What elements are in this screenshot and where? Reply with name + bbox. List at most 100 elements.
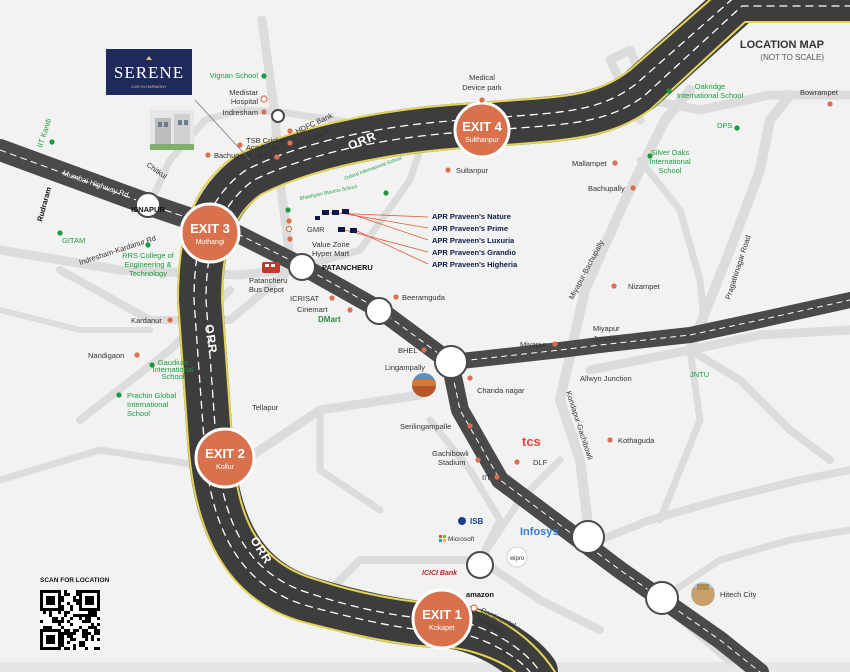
label-cinemart: Cinemart [297,305,328,314]
hitech-city-icon [691,582,715,606]
label-miyapur-junction-2: Junction [593,334,621,343]
road-south-east [656,526,850,604]
label-bachupally: Bachupally [588,184,625,193]
label-gaudium-2: International [152,365,194,374]
label-indresham: Indresham [223,108,258,117]
junction-lingampally [434,345,468,379]
exit-1-subtitle: Kokapet [429,625,455,632]
apr-buildings [315,209,357,233]
label-nandigaon: Nandigaon [88,351,124,360]
label-rrs-2: Engineering & [124,260,171,269]
road-kollur-west [0,446,234,484]
apr-project-prime: APR Praveen's Prime [432,224,508,233]
label-prachin-3: School [127,409,150,418]
label-medistar-1: Medistar [229,88,258,97]
label-gachibowli-2: Stadium [438,458,466,467]
exit-3[interactable]: EXIT 3 Muthangi [179,202,241,264]
label-tsb-2: Academy [246,143,278,152]
label-oakridge-1: Oakridge [695,82,725,91]
junction-patancheru [288,253,316,281]
label-medistar-2: Hospital [231,97,258,106]
label-gmr: GMR [307,225,325,234]
map-title: LOCATION MAP [740,39,824,51]
label-rta: RTA [258,152,272,161]
label-mallampet: Mallampet [572,159,608,168]
exit-4[interactable]: EXIT 4 Sulthanpur [453,101,511,159]
bottom-strip [0,662,850,672]
junction-hitech [645,581,679,615]
label-kardanur: Kardanur [131,316,162,325]
miyapur-road [444,292,850,370]
exit-2-title: EXIT 2 [205,446,245,461]
exit-4-subtitle: Sulthanpur [465,137,500,144]
label-beeramguda: Beeramguda [402,293,446,302]
label-bus-depot-2: Bus Depot [249,285,285,294]
serene-pointer [194,99,251,161]
road-hitech-east [596,466,850,544]
label-jntu: JNTU [690,370,709,379]
label-dlf: DLF [533,458,548,467]
exit-2[interactable]: EXIT 2 Kollur [194,427,256,489]
apr-project-luxuria: APR Praveen's Luxuria [432,236,515,245]
label-miyapur-junction-1: Miyapur [593,324,620,333]
school-markers [49,73,740,398]
label-dps: DPS [717,121,732,130]
exit-2-subtitle: Kollur [216,464,235,471]
label-gaudium-1: Gaudium [158,358,188,367]
nh65-corridor [211,216,769,672]
label-gaudium-3: School [162,372,185,381]
junction-beeramguda [365,297,393,325]
exit-4-title: EXIT 4 [462,119,503,134]
exit-3-subtitle: Muthangi [196,239,225,246]
label-kothaguda: Kothaguda [618,436,655,445]
label-allwyn-junction: Allwyn Junction [580,374,632,383]
serene-logo: SERENE LIVE IN HARMONY [106,49,192,95]
label-bhel: BHEL [398,346,418,355]
isb-icon [458,517,466,525]
label-nizampet: Nizampet [628,282,661,291]
label-isb: ISB [470,517,484,526]
label-prachin-2: International [127,400,169,409]
road-pragathinagar [685,90,795,355]
label-icrisat: ICRISAT [290,294,319,303]
exit-1-title: EXIT 1 [422,607,462,622]
microsoft-icon [439,535,446,542]
label-silver-oaks-1: Silver Oaks [651,148,690,157]
train-station-icon [412,373,436,397]
label-wipro: wipro [509,556,525,562]
label-microsoft: Microsoft [448,536,475,543]
label-sultanpur: Sultanpur [456,166,489,175]
label-chanda-nagar: Chanda nagar [477,386,525,395]
apr-project-higheria: APR Praveen's Higheria [432,260,518,269]
road-jntu [686,346,834,464]
label-silver-oaks-3: School [659,166,682,175]
qr-label: SCAN FOR LOCATION [40,577,110,584]
road-hitech-north [656,346,704,524]
label-amazon: amazon [466,590,494,599]
label-value-zone-1: Value Zone [312,240,350,249]
label-rrs-3: Technology [129,269,167,278]
wipro-icon [506,546,528,568]
label-hitech-city: Hitech City [720,590,757,599]
label-icici-bank: ICICI Bank [422,570,458,577]
exit-1[interactable]: EXIT 1 Kokapet [411,588,473,650]
label-tcs: tcs [522,434,541,449]
label-patancheru: PATANCHERU [322,263,373,272]
poi-markers [134,97,833,480]
orr-label-west: ORR [202,323,220,354]
label-bus-depot-1: Patancheru [249,276,287,285]
junction-gachibowli [571,520,605,554]
serene-logo-text: SERENE [114,63,184,82]
apr-project-nature: APR Praveen's Nature [432,212,511,221]
label-medical-device-park-1: Medical [469,73,495,82]
junction-indresham [271,109,285,123]
road-allwyn [585,325,850,375]
label-isnapur: ISNAPUR [131,205,165,214]
label-gitam: GITAM [62,236,85,245]
label-silver-oaks-2: International [649,157,691,166]
road-nizampet [636,156,709,334]
road-tellapur-south [316,406,384,514]
label-bowrampet: Bowrampet [800,88,839,97]
qr-code[interactable] [40,590,100,650]
